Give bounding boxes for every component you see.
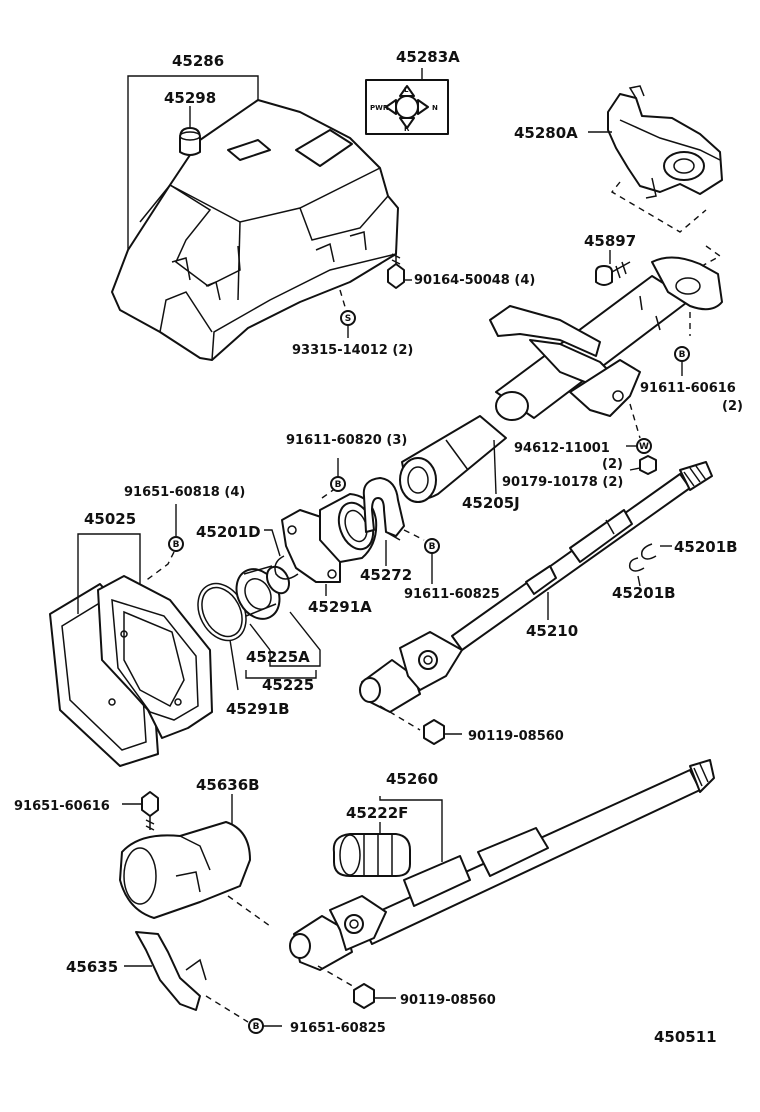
bolt-90119-upper	[423, 719, 462, 745]
label-91611-60616-qty: (2)	[722, 399, 743, 414]
label-91611-60616: 91611-60616	[640, 381, 736, 396]
badge-s-text: S	[345, 314, 351, 324]
label-93315-14012: 93315-14012 (2)	[292, 343, 413, 358]
label-45291B: 45291B	[226, 700, 290, 718]
cover-45636B	[119, 794, 271, 927]
diagram-id: 450511	[654, 1028, 717, 1046]
badge-b3-text: B	[335, 480, 342, 490]
washer-94612: W	[626, 403, 657, 475]
boot-45025	[49, 533, 213, 767]
label-94612-11001: 94612-11001	[514, 441, 610, 456]
bracket-45280A	[588, 85, 723, 233]
shaft-45210	[451, 461, 713, 651]
label-45225A: 45225A	[246, 648, 310, 666]
snap-ring-45201B-1	[640, 543, 672, 560]
label-45291A: 45291A	[308, 598, 372, 616]
ujoint-upper	[359, 631, 463, 731]
boot-45222F	[332, 822, 411, 877]
label-45201D: 45201D	[196, 523, 261, 541]
label-45205J: 45205J	[462, 494, 520, 512]
nut-91651-60825: B	[248, 1018, 282, 1034]
housing-45291A	[281, 487, 378, 596]
badge-b4-text: B	[429, 542, 436, 552]
label-45210: 45210	[526, 622, 578, 640]
label-91651-60825: 91651-60825	[290, 1021, 386, 1036]
label-45260: 45260	[386, 770, 438, 788]
bolt-90119-lower	[353, 983, 396, 1009]
nut-91611-60825: B	[403, 529, 440, 584]
label-45272: 45272	[360, 566, 412, 584]
bearing-45225	[235, 565, 321, 679]
label-45225: 45225	[262, 676, 314, 694]
bolt-45897	[595, 250, 631, 286]
screw-90164	[387, 250, 412, 289]
screw-93315: S	[339, 289, 356, 338]
cap-45298	[179, 127, 201, 156]
bolt-91651-60616	[122, 791, 159, 831]
shift-plate-45283A: PWR N L R	[365, 68, 449, 135]
nut-91611-60616: B	[674, 346, 690, 376]
sleeve-45205J	[399, 415, 507, 503]
oring-45291B	[197, 582, 247, 691]
snap-ring-45201D	[264, 529, 299, 580]
badge-b5-text: B	[253, 1022, 260, 1032]
clamp-45272	[362, 477, 405, 566]
label-91611-60820: 91611-60820 (3)	[286, 433, 407, 448]
label-45286: 45286	[172, 52, 224, 70]
label-45897: 45897	[584, 232, 636, 250]
column-tube-upper	[489, 245, 723, 421]
label-94612-qty: (2)	[602, 457, 623, 472]
shaft-45260	[289, 759, 715, 989]
column-cover-45286	[111, 99, 399, 361]
label-90119-08560-lower: 90119-08560	[400, 993, 496, 1008]
plate-pwr-text: PWR	[370, 104, 389, 112]
badge-w-text: W	[639, 442, 649, 452]
label-45283A: 45283A	[396, 48, 460, 66]
label-91651-60818: 91651-60818 (4)	[124, 485, 245, 500]
bracket-45635	[124, 931, 249, 1023]
label-45201B-lower: 45201B	[612, 584, 676, 602]
label-45222F: 45222F	[346, 804, 408, 822]
label-91651-60616: 91651-60616	[14, 799, 110, 814]
leader-45286	[127, 75, 259, 250]
snap-ring-45201B-2	[628, 557, 645, 587]
label-45636B: 45636B	[196, 776, 260, 794]
label-91611-60825: 91611-60825	[404, 587, 500, 602]
badge-b2-text: B	[173, 540, 180, 550]
label-45201B-upper: 45201B	[674, 538, 738, 556]
label-90119-08560-upper: 90119-08560	[468, 729, 564, 744]
plate-l-text: L	[404, 86, 409, 94]
nut-91651-60818: B	[168, 504, 184, 552]
label-45025: 45025	[84, 510, 136, 528]
plate-n-text: N	[432, 104, 438, 112]
label-90179-10178: 90179-10178 (2)	[502, 475, 623, 490]
label-45280A: 45280A	[514, 124, 578, 142]
label-90164-50048: 90164-50048 (4)	[414, 273, 535, 288]
plate-r-text: R	[404, 125, 410, 133]
badge-b1-text: B	[679, 350, 686, 360]
label-45635: 45635	[66, 958, 118, 976]
label-45298: 45298	[164, 89, 216, 107]
nut-91611-60820: B	[330, 458, 346, 492]
